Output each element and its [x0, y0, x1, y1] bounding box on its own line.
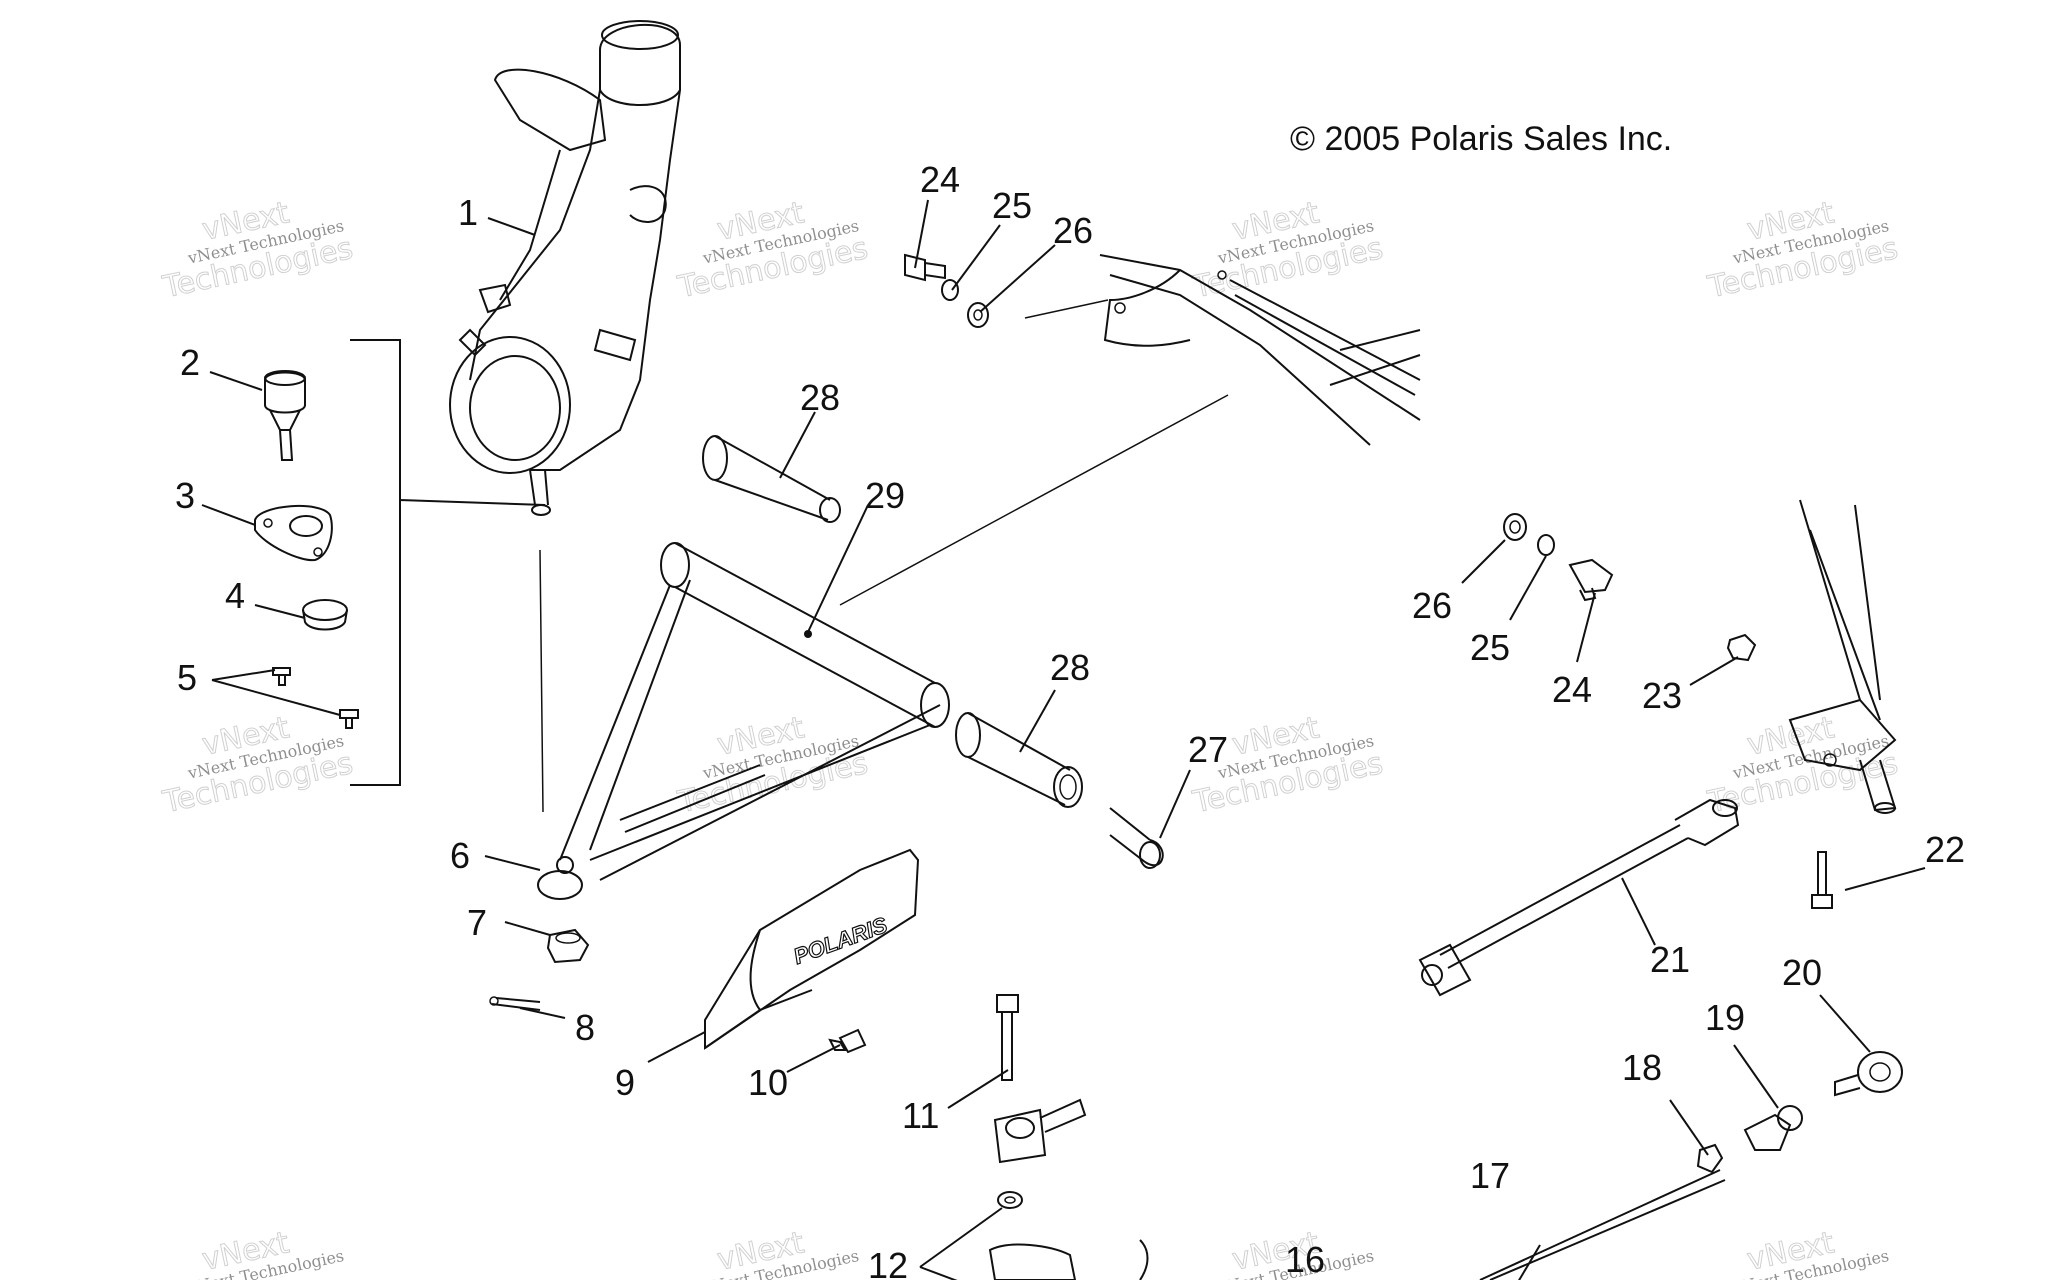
lower-bracket [993, 1098, 1087, 1164]
callout-21: 21 [1650, 939, 1690, 980]
pivot-tube-upper [702, 435, 841, 523]
inner-tie-rod [1479, 1169, 1726, 1280]
callout-19: 19 [1705, 997, 1745, 1038]
retaining-ring [302, 599, 348, 631]
washer-12 [997, 1191, 1023, 1209]
callout-18: 18 [1622, 1047, 1662, 1088]
bracket-16 [988, 1239, 1149, 1280]
callout-25b: 25 [1470, 627, 1510, 668]
pivot-tube-lower [955, 712, 1083, 808]
callout-17: 17 [1470, 1155, 1510, 1196]
callout-27: 27 [1188, 729, 1228, 770]
callout-28a: 28 [800, 377, 840, 418]
callout-24a: 24 [920, 159, 960, 200]
callout-3: 3 [175, 475, 195, 516]
screw-pair [272, 667, 359, 729]
lock-washer-upper [941, 279, 959, 301]
watermark: vNext vNext Technologies Technologies [159, 710, 357, 821]
callout-9: 9 [615, 1062, 635, 1103]
callout-28b: 28 [1050, 647, 1090, 688]
steering-post [1788, 499, 1897, 814]
assembly-line [539, 549, 544, 813]
callout-24b: 24 [1552, 669, 1592, 710]
lock-washer-right [1537, 534, 1555, 556]
ball-joint-plate [254, 504, 333, 562]
callout-1: 1 [458, 192, 478, 233]
leader-lines [201, 199, 1926, 1280]
callout-7: 7 [467, 902, 487, 943]
callout-11: 11 [902, 1095, 939, 1136]
washer-right [1503, 513, 1527, 541]
callout-labels: 1 2 3 4 5 6 7 8 9 10 11 12 16 17 18 19 2… [175, 159, 1965, 1280]
washer-upper [967, 302, 989, 328]
bolt-22 [1811, 851, 1833, 909]
steering-knuckle [449, 20, 681, 516]
callout-26b: 26 [1412, 585, 1452, 626]
bushing [1109, 807, 1164, 869]
watermark: vNext vNext Technologies Technologies [159, 195, 357, 306]
callout-22: 22 [1925, 829, 1965, 870]
watermark: vNext vNext Technologies [1730, 1225, 1890, 1280]
callout-8: 8 [575, 1007, 595, 1048]
callout-5: 5 [177, 657, 197, 698]
a-arm [537, 542, 950, 900]
bolt-right [1568, 558, 1614, 602]
nut-23 [1726, 633, 1757, 662]
tie-rod [1418, 798, 1740, 997]
frame-section [839, 254, 1421, 606]
callout-26a: 26 [1053, 210, 1093, 251]
callout-23: 23 [1642, 675, 1682, 716]
callout-20: 20 [1782, 952, 1822, 993]
rod-end-20 [1834, 1051, 1903, 1097]
castle-nut [546, 928, 590, 964]
watermark: vNext vNext Technologies [700, 1225, 860, 1280]
callout-29: 29 [865, 475, 905, 516]
callout-6: 6 [450, 835, 470, 876]
watermark: vNext vNext Technologies Technologies [1704, 195, 1902, 306]
copyright-text: © 2005 Polaris Sales Inc. [1290, 120, 1672, 158]
callout-10: 10 [748, 1062, 788, 1103]
callout-25a: 25 [992, 185, 1032, 226]
group-bracket [350, 339, 546, 786]
callout-16: 16 [1285, 1239, 1325, 1280]
cotter-pin [489, 996, 541, 1011]
jam-nut-18 [1696, 1143, 1724, 1174]
watermark: vNext vNext Technologies [185, 1225, 345, 1280]
callout-2: 2 [180, 342, 200, 383]
screw-10 [828, 1028, 867, 1054]
bolt-11 [996, 994, 1019, 1081]
callout-4: 4 [225, 575, 245, 616]
watermark-group: vNext vNext Technologies Technologies vN… [159, 195, 1902, 1280]
skid-plate: POLARIS [704, 848, 920, 1050]
callout-12: 12 [868, 1245, 908, 1280]
bolt-upper [904, 253, 946, 282]
watermark: vNext vNext Technologies Technologies [674, 195, 872, 306]
ball-joint [264, 370, 306, 461]
rod-end-19 [1743, 1105, 1803, 1151]
